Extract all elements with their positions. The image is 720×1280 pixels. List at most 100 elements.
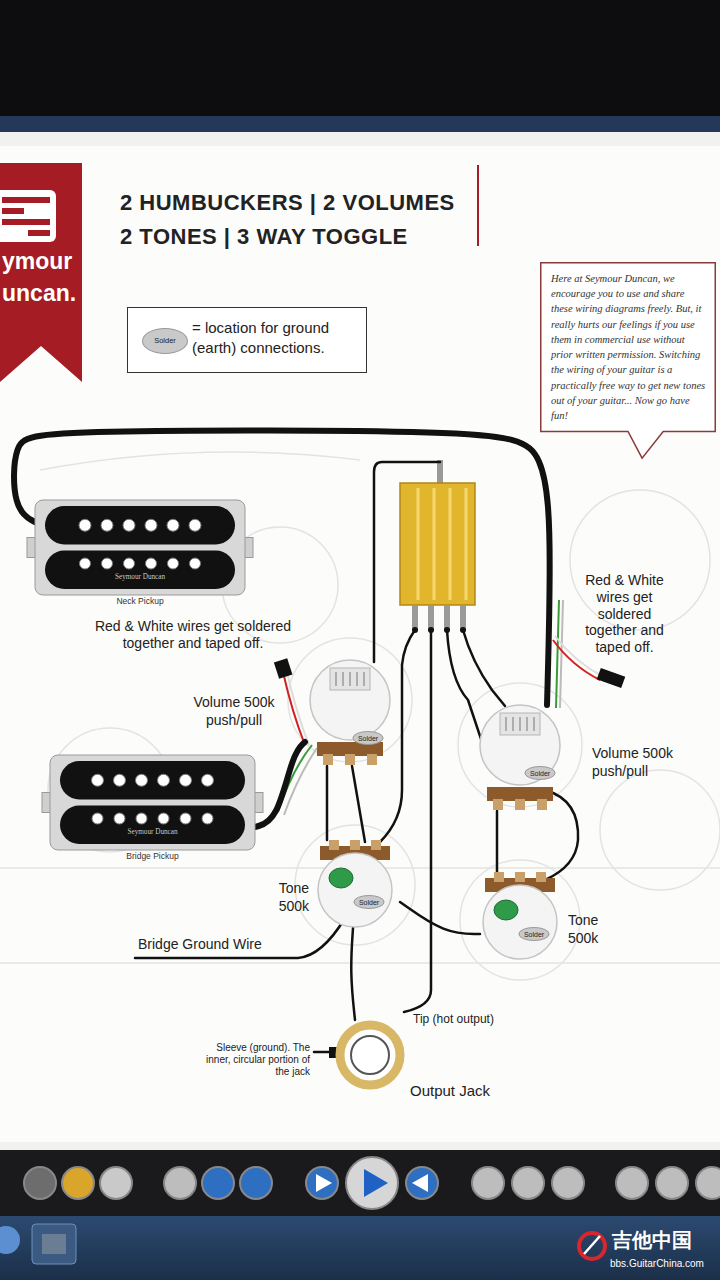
pickup-bezel xyxy=(50,755,255,850)
pickup-shape xyxy=(35,500,245,595)
pole-piece xyxy=(79,519,91,531)
watermark: bbs.GuitarChina.com xyxy=(610,1259,704,1269)
solder-label: Solder xyxy=(530,770,550,777)
solder-blob xyxy=(354,896,384,909)
pickup-coil xyxy=(45,506,235,545)
watermark: 吉他中国 xyxy=(612,1230,692,1250)
pot-lug-strip xyxy=(487,787,553,801)
pickup-name: Bridge Pickup xyxy=(50,852,255,861)
pole-piece xyxy=(124,558,135,569)
pole-piece xyxy=(145,519,157,531)
switch-lugs xyxy=(336,672,364,686)
jack-sleeve xyxy=(351,1036,389,1074)
pole-piece xyxy=(102,558,113,569)
pot-lug xyxy=(536,872,546,882)
pole-piece xyxy=(158,813,169,824)
wiring-note: Red & White wires get soldered together … xyxy=(78,618,308,652)
tone-pot: SolderTone 500k xyxy=(315,840,400,928)
pole-piece xyxy=(123,519,135,531)
pickup-shape xyxy=(50,755,255,850)
pickup-coil xyxy=(60,806,245,845)
pole-piece xyxy=(136,774,148,786)
jack-shape xyxy=(335,1020,405,1090)
vol-shape xyxy=(475,703,565,811)
pot-lug xyxy=(367,754,377,765)
solder-label: Solder xyxy=(359,899,379,906)
pot-body xyxy=(318,853,392,927)
pole-piece xyxy=(180,813,191,824)
jack-label: Output Jack xyxy=(410,1082,490,1100)
note-bubble: Here at Seymour Duncan, we encourage you… xyxy=(540,262,716,432)
humbucker-pickup: Seymour DuncanNeck Pickup xyxy=(35,500,245,595)
pot-lug xyxy=(350,840,360,850)
pole-piece xyxy=(92,774,104,786)
pot-lug xyxy=(494,872,504,882)
pot-lug xyxy=(345,754,355,765)
pole-piece xyxy=(101,519,113,531)
pot-lug xyxy=(515,872,525,882)
pot-lug xyxy=(323,754,333,765)
jack-terminal-label: Sleeve (ground). The inner, circular por… xyxy=(205,1042,310,1078)
solder-label: Solder xyxy=(154,337,176,345)
pole-piece xyxy=(190,558,201,569)
pot-label: Volume 500k push/pull xyxy=(178,694,290,729)
pot-body xyxy=(483,885,557,959)
pot-label: Tone 500k xyxy=(253,880,309,915)
volume-pot: SolderVolume 500k push/pull xyxy=(475,703,565,811)
pole-piece xyxy=(168,558,179,569)
pole-piece xyxy=(114,813,125,824)
tone-capacitor xyxy=(329,868,353,888)
brand-logo-text: ymour xyxy=(2,250,72,273)
pot-label: Volume 500k push/pull xyxy=(592,745,702,780)
pole-piece xyxy=(136,813,147,824)
solder-label: Solder xyxy=(358,735,378,742)
pot-lug xyxy=(329,840,339,850)
vol-shape xyxy=(305,658,395,766)
solder-label: Solder xyxy=(524,931,544,938)
pole-piece xyxy=(114,774,126,786)
pot-label: Tone 500k xyxy=(568,912,622,947)
solder-blob xyxy=(353,732,383,745)
wire-connector xyxy=(326,766,329,840)
pole-piece xyxy=(158,774,170,786)
jack-terminal-label: Tip (hot output) xyxy=(413,1012,494,1026)
pickup-brand: Seymour Duncan xyxy=(35,574,245,581)
solder-blob xyxy=(525,767,555,780)
diagram-title: 2 HUMBUCKERS | 2 VOLUMES 2 TONES | 3 WAY… xyxy=(120,186,461,254)
pickup-brand: Seymour Duncan xyxy=(50,829,255,836)
pole-piece xyxy=(202,774,214,786)
pot-body xyxy=(310,660,390,740)
pot-lug xyxy=(371,840,381,850)
pole-piece xyxy=(202,813,213,824)
tone-capacitor xyxy=(494,900,518,920)
pot-body xyxy=(480,705,560,785)
tone-pot: SolderTone 500k xyxy=(480,872,565,960)
pole-piece xyxy=(92,813,103,824)
pole-piece xyxy=(167,519,179,531)
tone-shape xyxy=(480,872,565,960)
note-text: Here at Seymour Duncan, we encourage you… xyxy=(551,271,707,423)
humbucker-pickup: Seymour DuncanBridge Pickup xyxy=(50,755,255,850)
output-jack: Output Jack xyxy=(335,1020,405,1090)
push-pull-switch xyxy=(500,713,540,735)
wire-connector xyxy=(351,928,355,1020)
push-pull-switch xyxy=(330,668,370,690)
pickup-bezel xyxy=(35,500,245,595)
wire-connector xyxy=(14,431,550,705)
pole-piece xyxy=(180,774,192,786)
wiring-note: Red & White wires get soldered together … xyxy=(572,572,677,656)
wire-label: Bridge Ground Wire xyxy=(138,936,262,953)
wire-connector xyxy=(255,742,305,827)
pickup-coil xyxy=(45,551,235,590)
pot-lug xyxy=(493,799,503,810)
pole-piece xyxy=(189,519,201,531)
tone-shape xyxy=(315,840,400,928)
wire-connector xyxy=(496,811,499,872)
bubble-outline xyxy=(541,263,716,458)
pot-lug xyxy=(515,799,525,810)
pot-lug xyxy=(537,799,547,810)
pickup-coil xyxy=(60,761,245,800)
jack-ring xyxy=(340,1025,400,1085)
pole-piece xyxy=(80,558,91,569)
pickup-name: Neck Pickup xyxy=(35,597,245,606)
